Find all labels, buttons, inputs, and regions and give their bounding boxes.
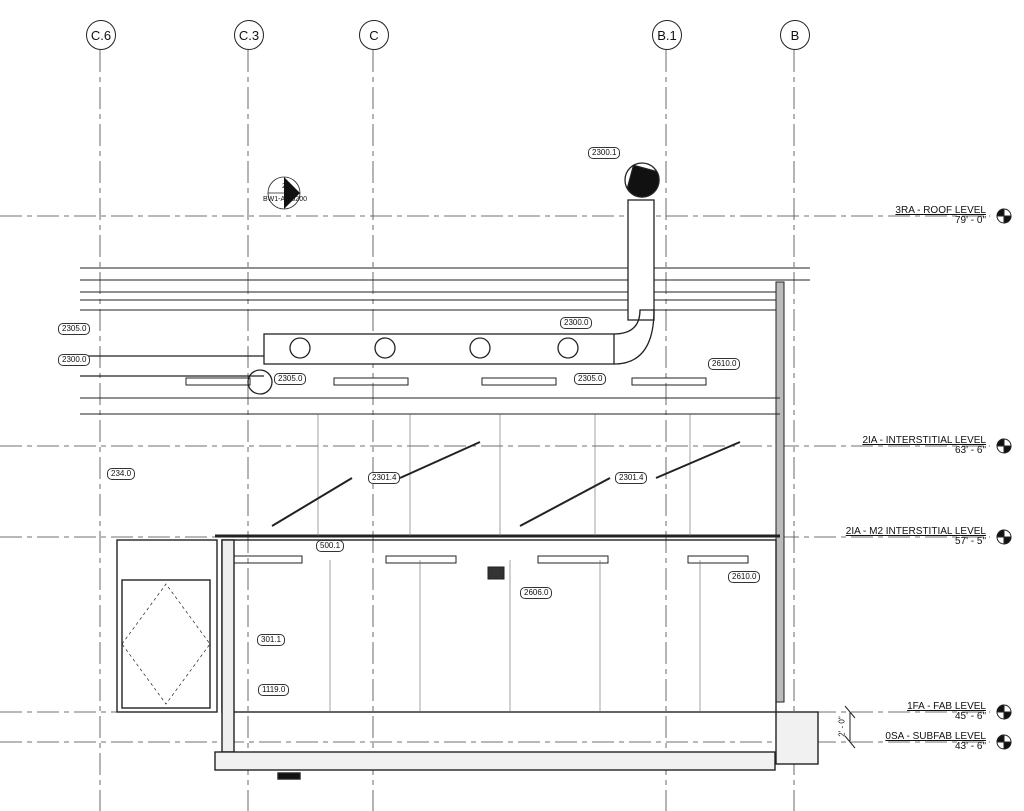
grid-bubble-c6: C.6 [86,20,116,50]
roof-structure [80,267,810,703]
grid-lines [0,50,990,811]
keynote-tag: 500.1 [316,540,345,552]
fab-room [116,534,819,780]
grid-bubble-c: C [359,20,389,50]
keynote-tag: 301.1 [257,634,286,646]
level-name: 2IA - INTERSTITIAL LEVEL [862,435,986,446]
keynote-tag: 2305.0 [58,323,91,335]
level-name: 3RA - ROOF LEVEL [895,205,986,216]
ductwork [80,162,660,395]
level-markers [844,208,1012,750]
leaders [271,441,741,527]
fixtures [185,377,749,580]
keynote-tag: 2300.1 [588,147,621,159]
keynote-tag: 2300.0 [560,317,593,329]
level-elevation: 45' - 6" [954,711,986,722]
grid-bubble-b: B [780,20,810,50]
keynote-tag: 2610.0 [728,571,761,583]
level-name: 1FA - FAB LEVEL [907,701,986,712]
section-marker-sheet[interactable]: BW1-A0-6200 [263,196,307,203]
keynote-tag: 2305.0 [574,373,607,385]
dimension-label: 2' - 0" [837,716,847,737]
level-name: 2IA - M2 INTERSTITIAL LEVEL [845,526,986,537]
section-marker [267,176,301,210]
level-elevation: 43' - 6" [954,741,986,752]
keynote-tag: 234.0 [107,468,136,480]
grid-bubble-b1: B.1 [652,20,682,50]
level-elevation: 57' - 5" [954,536,986,547]
keynote-tag: 2300.0 [58,354,91,366]
keynote-tag: 2301.4 [615,472,648,484]
keynote-tag: 2606.0 [520,587,553,599]
level-name: 0SA - SUBFAB LEVEL [885,731,986,742]
level-elevation: 79' - 0" [954,215,986,226]
keynote-tag: 1119.0 [258,684,290,696]
keynote-tag: 2610.0 [708,358,741,370]
level-elevation: 63' - 6" [954,445,986,456]
section-marker-number: 2 [282,183,286,190]
keynote-tag: 2305.0 [274,373,307,385]
grid-bubble-c3: C.3 [234,20,264,50]
wall-panels [317,414,701,712]
keynote-tag: 2301.4 [368,472,401,484]
